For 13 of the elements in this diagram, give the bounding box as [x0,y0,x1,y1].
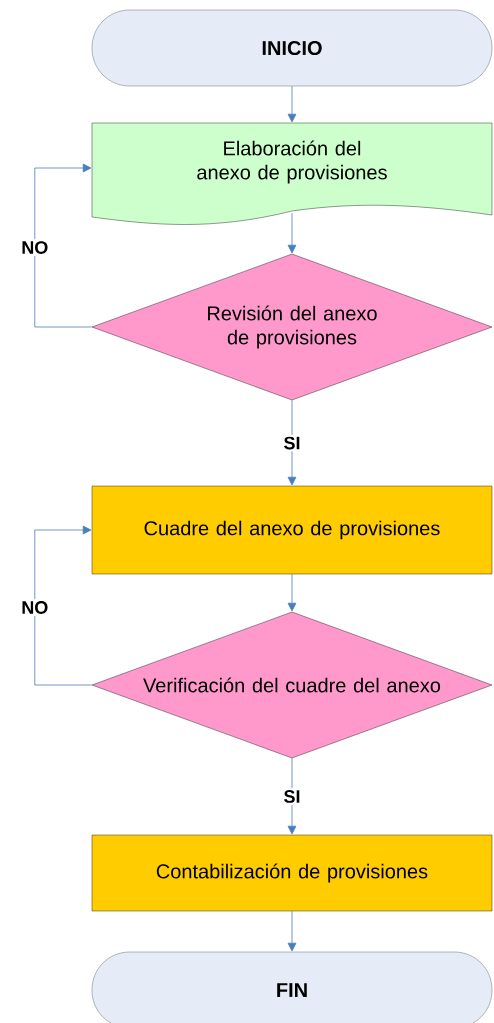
arrow [34,525,93,686]
edge-label: NO [19,239,51,256]
arrow [287,212,297,254]
arrow [287,757,297,835]
edge-label: SI [281,788,303,805]
arrow [287,910,297,952]
process-box: Cuadre del anexo de provisiones [91,485,493,575]
process-box: Contabilización de provisiones [91,834,493,912]
arrow [287,399,297,486]
arrow [287,573,297,612]
arrow [34,163,93,328]
edge-label: NO [19,599,51,616]
arrow [287,85,297,123]
